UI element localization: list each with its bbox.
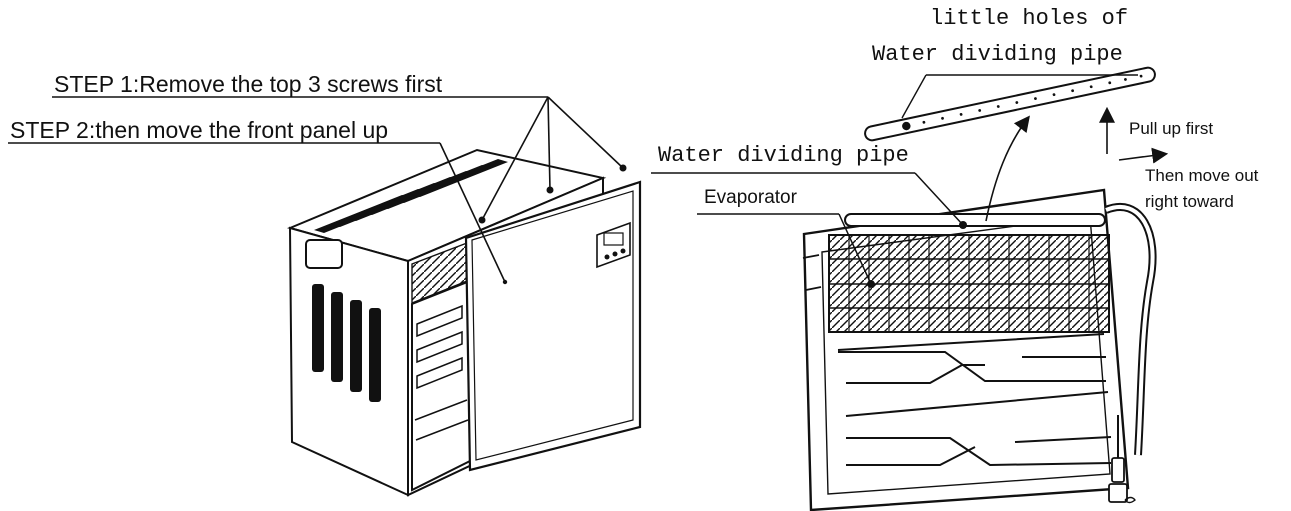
water-dividing-pipe-drawing	[864, 66, 1156, 142]
front-opening	[411, 279, 471, 492]
move-out-label-line-2: right toward	[1145, 192, 1234, 211]
front-panel	[464, 180, 642, 472]
water-sensor	[1108, 415, 1136, 504]
move-out-label-line-1: Then move out	[1145, 166, 1259, 185]
little-holes-label-line-1: little holes of	[930, 6, 1129, 31]
left-callouts	[8, 96, 624, 283]
right-callouts	[651, 172, 964, 288]
step-2-label: STEP 2:then move the front panel up	[10, 117, 389, 143]
move-right-arrow-icon	[1118, 147, 1169, 164]
curved-up-arrow-icon	[985, 115, 1030, 222]
top-vent-slots	[314, 159, 508, 233]
ice-maker-machine	[286, 148, 642, 497]
water-dividing-pipe-label: Water dividing pipe	[658, 143, 909, 168]
installed-water-pipe	[844, 213, 1106, 227]
evaporator-assembly	[802, 188, 1157, 511]
pull-up-label: Pull up first	[1129, 119, 1214, 138]
step-1-label: STEP 1:Remove the top 3 screws first	[54, 71, 443, 97]
side-handle	[305, 239, 343, 269]
little-holes-label-line-2: Water dividing pipe	[872, 42, 1123, 67]
evaporator-label: Evaporator	[704, 187, 797, 208]
evaporator-coil	[837, 333, 1112, 467]
side-vent-slots	[312, 284, 381, 402]
